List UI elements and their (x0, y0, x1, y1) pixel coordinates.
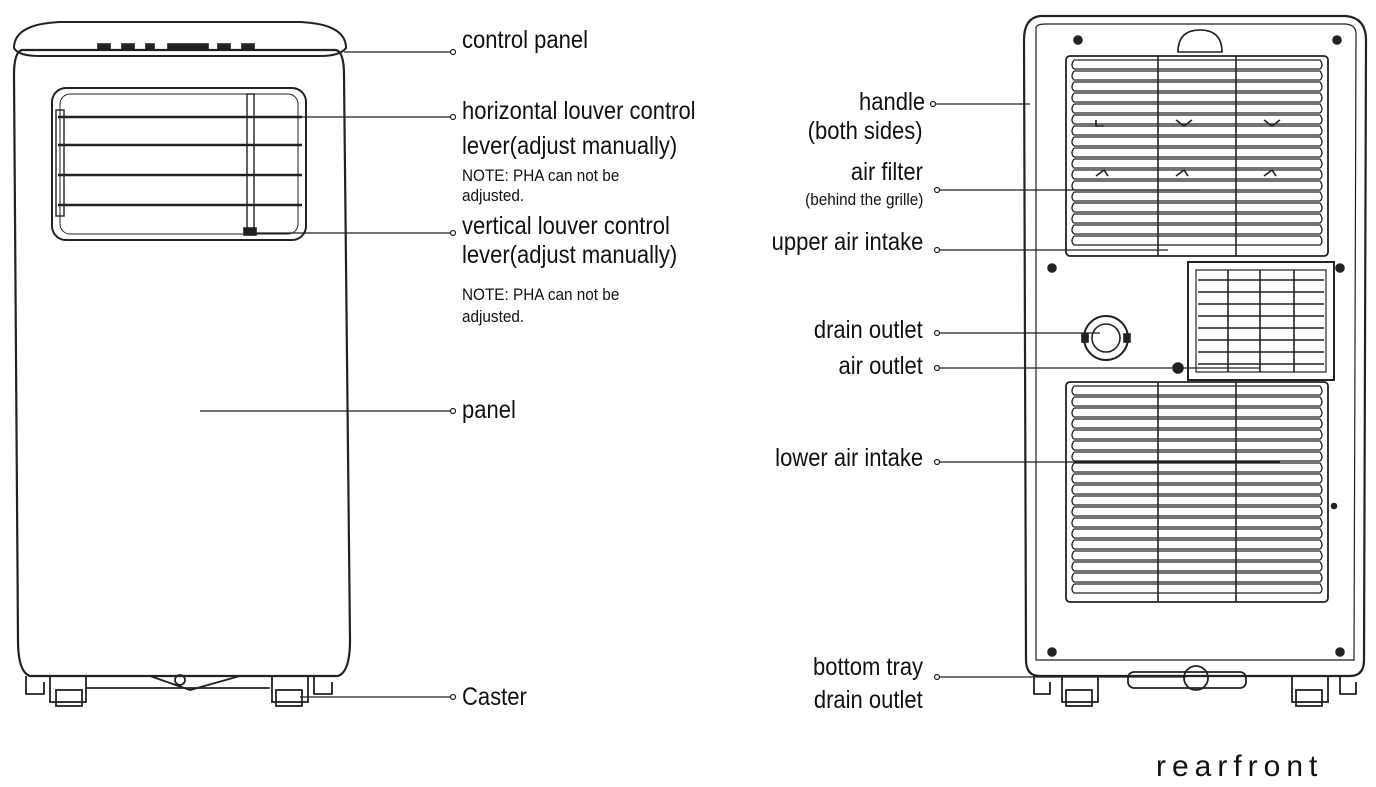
rear-base (1033, 665, 1357, 707)
label-vertical-louver-1: vertical louver control (462, 212, 670, 240)
drain-outlet (1083, 315, 1129, 361)
screws (1047, 35, 1345, 657)
grille-slat (1071, 528, 1323, 539)
label-control-panel: control panel (462, 26, 588, 54)
note-horizontal-1: NOTE: PHA can not be (462, 166, 620, 185)
rear-body (1022, 14, 1368, 678)
grille-slat (1071, 147, 1323, 158)
label-air-filter-2: (behind the grille) (804, 190, 923, 209)
grille-slat (1071, 169, 1323, 180)
grille-slat (1071, 59, 1323, 70)
grille-slat (1071, 429, 1323, 440)
label-horizontal-louver-2: lever(adjust manually) (462, 132, 678, 160)
grille-slat (1071, 103, 1323, 114)
label-horizontal-louver-1: horizontal louver control (462, 97, 696, 125)
grille-slat (1071, 202, 1323, 213)
horizontal-louvers (58, 115, 302, 207)
label-upper-air-intake: upper air intake (771, 228, 923, 256)
grille-slat (1071, 114, 1323, 125)
grille-slat (1071, 407, 1323, 418)
label-caster: Caster (462, 683, 527, 711)
grille-slat (1071, 462, 1323, 473)
grille-slat (1071, 473, 1323, 484)
upper-grille (1065, 55, 1329, 257)
grille-slat (1071, 418, 1323, 429)
label-air-filter-1: air filter (850, 158, 923, 186)
grille-slat (1071, 440, 1323, 451)
grille-slat (1071, 81, 1323, 92)
air-outlet-slats (1198, 279, 1324, 365)
grille-slat (1071, 484, 1323, 495)
grille-slat (1071, 572, 1323, 583)
grille-slat (1071, 539, 1323, 550)
grille-slat (1071, 235, 1323, 246)
air-outlet-box (1187, 261, 1335, 381)
label-panel: panel (462, 396, 516, 424)
grille-slat (1071, 136, 1323, 147)
lower-grille-slats (1071, 385, 1323, 594)
grille-slat (1071, 550, 1323, 561)
leader-lines (200, 48, 1280, 701)
grille-slat (1071, 396, 1323, 407)
upper-grille-slats (1071, 59, 1323, 246)
front-top-cap (12, 21, 348, 57)
grille-slat (1071, 92, 1323, 103)
label-vertical-louver-2: lever(adjust manually) (462, 241, 678, 269)
front-unit (12, 21, 352, 707)
label-handle-1: handle (858, 88, 925, 116)
louver-window (51, 87, 307, 241)
lower-grille (1065, 381, 1329, 603)
rear-unit (1022, 14, 1368, 707)
grille-slat (1071, 517, 1323, 528)
grille-slat (1071, 191, 1323, 202)
label-air-outlet: air outlet (838, 352, 923, 380)
front-body (12, 48, 352, 678)
front-base (25, 674, 333, 707)
grille-slat (1071, 451, 1323, 462)
grille-slat (1071, 506, 1323, 517)
grille-slat (1071, 125, 1323, 136)
note-vertical-1: NOTE: PHA can not be (462, 285, 620, 304)
grille-slat (1071, 385, 1323, 396)
grille-slat (1071, 561, 1323, 572)
grille-slat (1071, 158, 1323, 169)
note-vertical-2: adjusted. (462, 307, 525, 326)
caption-rearfront: rearfront (1156, 750, 1324, 783)
label-drain-outlet: drain outlet (814, 316, 923, 344)
grille-slat (1071, 583, 1323, 594)
label-handle-2: (both sides) (808, 117, 923, 145)
rear-handle-notch (1177, 29, 1223, 53)
grille-slat (1071, 70, 1323, 81)
grille-slat (1071, 180, 1323, 191)
label-lower-air-intake: lower air intake (775, 444, 923, 472)
label-bottom-tray-2: drain outlet (814, 686, 923, 714)
grille-slat (1071, 213, 1323, 224)
grille-slat (1071, 224, 1323, 235)
note-horizontal-2: adjusted. (462, 186, 525, 205)
grille-slat (1071, 495, 1323, 506)
label-bottom-tray-1: bottom tray (812, 653, 923, 681)
control-buttons (97, 43, 255, 50)
